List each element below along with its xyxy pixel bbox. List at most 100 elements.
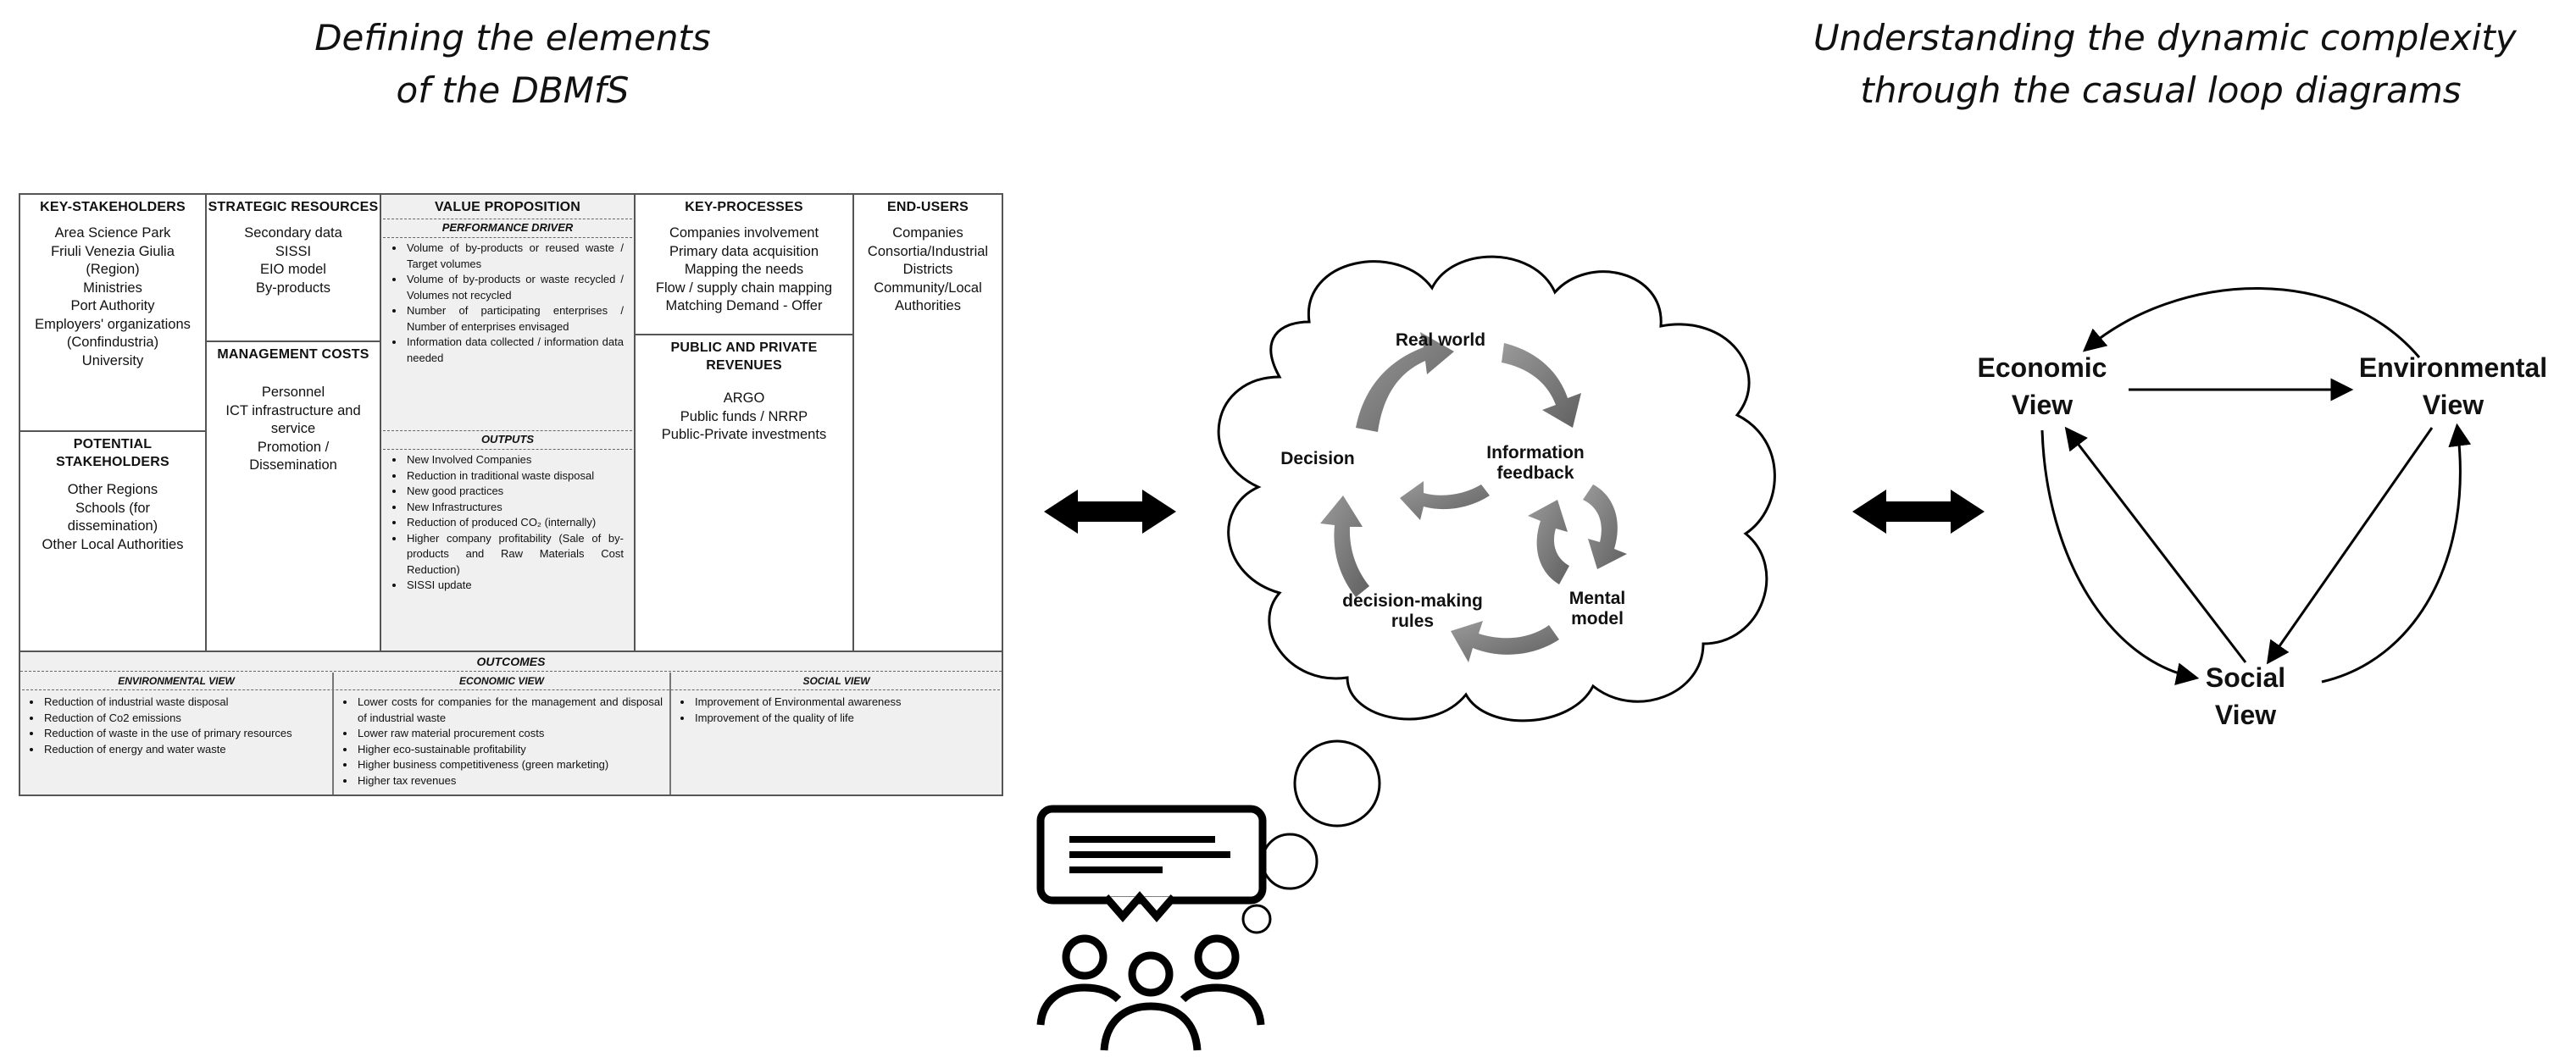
list-item: New Involved Companies [405, 452, 624, 468]
list-item: Reduction of energy and water waste [42, 742, 324, 758]
list-item: Improvement of Environmental awareness [693, 695, 995, 711]
list-item: Higher company profitability (Sale of by… [405, 531, 624, 579]
list-item: New Infrastructures [405, 500, 624, 516]
cycle-arrow [1451, 621, 1559, 662]
cycle-arrows [1320, 332, 1627, 662]
cycle-arrow [1502, 343, 1581, 428]
value-proposition-title-cell: VALUE PROPOSITION [381, 195, 634, 219]
loop-arrow-economic-to-social [2040, 429, 2200, 685]
list-item: Flow / supply chain mapping [655, 280, 833, 296]
cycle-arrow [1583, 484, 1627, 569]
title-line: STAKEHOLDERS [56, 455, 169, 469]
economic-view-list: Lower costs for companies for the manage… [336, 695, 663, 789]
label-line: Social [2205, 662, 2286, 693]
list-item: Lower raw material procurement costs [356, 726, 663, 742]
value-proposition-title: VALUE PROPOSITION [434, 200, 580, 214]
grid-line [669, 673, 671, 794]
list-item: Consortia/Industrial [867, 243, 989, 259]
strategic-resources-cell: STRATEGIC RESOURCES Secondary data SISSI… [207, 195, 380, 340]
title-line: POTENTIAL [73, 437, 153, 451]
label-line: model [1571, 609, 1624, 628]
left-heading-line-2: of the DBMfS [396, 69, 630, 111]
grid-line [205, 195, 207, 652]
business-model-canvas: KEY-STAKEHOLDERS Area Science Park Friul… [19, 193, 1003, 796]
speech-bubble-icon [1036, 805, 1267, 922]
management-costs-cell: MANAGEMENT COSTS Personnel ICT infrastru… [207, 342, 380, 651]
label-decision: Decision [1280, 449, 1355, 468]
outputs-list: New Involved Companies Reduction in trad… [383, 452, 624, 594]
right-heading-line-1: Understanding the dynamic complexity [1813, 17, 2517, 58]
list-item: SISSI update [405, 578, 624, 594]
loop-arrow-environmental-to-economic [2082, 287, 2421, 358]
list-item: Reduction of Co2 emissions [42, 711, 324, 727]
node-environmental-view: Environmental View [2339, 349, 2568, 424]
outcomes-title: OUTCOMES [476, 655, 546, 668]
list-item: Improvement of the quality of life [693, 711, 995, 727]
strategic-resources-title: STRATEGIC RESOURCES [208, 200, 379, 214]
grid-line [20, 651, 1002, 652]
list-item: ICT infrastructure and [225, 402, 361, 418]
label-information-feedback: Information feedback [1468, 443, 1603, 484]
grid-line [205, 340, 381, 342]
cycle-arrow [1400, 481, 1490, 520]
grid-line [332, 673, 334, 794]
label-mental-model: Mental model [1555, 589, 1640, 629]
label-decision-making-rules: decision-making rules [1332, 591, 1493, 632]
list-item: Volume of by-products or waste recycled … [405, 272, 624, 303]
causal-loop-diagram [2040, 287, 2472, 685]
potential-stakeholders-cell: POTENTIAL STAKEHOLDERS Other Regions Sch… [20, 432, 205, 651]
performance-driver-list: Volume of by-products or reused waste / … [383, 241, 624, 366]
people-group-icon [1036, 934, 1265, 1051]
end-users-title: END-USERS [886, 200, 969, 214]
cycle-arrow [1528, 500, 1569, 584]
list-item: (Region) [86, 262, 140, 277]
node-economic-view: Economic View [1957, 349, 2127, 424]
node-social-view: Social View [2178, 659, 2313, 734]
list-item: Higher eco-sustainable profitability [356, 742, 663, 758]
list-item: Information data collected / information… [405, 335, 624, 366]
revenues-cell: PUBLIC AND PRIVATE REVENUES ARGO Public … [636, 335, 852, 651]
list-item: Area Science Park [54, 225, 171, 241]
list-item: Higher business competitiveness (green m… [356, 757, 663, 773]
loop-arrow-social-to-economic [2064, 426, 2247, 663]
list-item: Districts [902, 262, 953, 277]
left-heading-line-1: Defining the elements [314, 17, 711, 58]
environmental-view-list: Reduction of industrial waste disposal R… [22, 695, 324, 757]
list-item: Primary data acquisition [669, 243, 819, 259]
list-item: Port Authority [70, 298, 155, 313]
key-stakeholders-title: KEY-STAKEHOLDERS [40, 200, 186, 214]
list-item: Ministries [83, 280, 142, 296]
list-item: Higher tax revenues [356, 773, 663, 789]
list-item: University [81, 352, 144, 368]
potential-stakeholders-title: POTENTIAL STAKEHOLDERS [20, 435, 205, 471]
list-item: Volume of by-products or reused waste / … [405, 241, 624, 272]
grid-line [20, 430, 205, 432]
list-item: Schools (for [75, 500, 151, 516]
grid-line [380, 195, 381, 652]
list-item: ARGO [723, 390, 765, 406]
list-item: Friuli Venezia Giulia [51, 243, 175, 259]
cycle-arrow [1320, 496, 1369, 597]
list-item: Dissemination [249, 457, 337, 473]
end-users-cell: END-USERS Companies Consortia/Industrial… [854, 195, 1002, 651]
label-line: Mental [1568, 589, 1626, 608]
value-proposition-bg [381, 195, 634, 651]
list-item: Lower costs for companies for the manage… [356, 695, 663, 726]
performance-driver-title: PERFORMANCE DRIVER [441, 221, 574, 234]
list-item: Mapping the needs [684, 262, 804, 277]
list-item: Public funds / NRRP [680, 408, 808, 424]
list-item: (Confindustria) [66, 335, 159, 350]
label-line: decision-making [1342, 591, 1483, 611]
label-line: View [2422, 390, 2484, 420]
label-line: Environmental [2358, 352, 2548, 383]
right-heading-line-2: through the casual loop diagrams [1860, 69, 2462, 111]
list-item: New good practices [405, 484, 624, 500]
left-heading: Defining the elements of the DBMfS [254, 12, 771, 117]
list-item: Personnel [261, 385, 325, 400]
list-item: Community/Local [874, 280, 982, 296]
revenues-title: PUBLIC AND PRIVATE REVENUES [636, 339, 852, 374]
label-line: Economic [1977, 352, 2107, 383]
social-view-title: SOCIAL VIEW [802, 675, 870, 687]
social-view-list: Improvement of Environmental awareness I… [673, 695, 995, 726]
list-item: Number of participating enterprises / Nu… [405, 303, 624, 335]
